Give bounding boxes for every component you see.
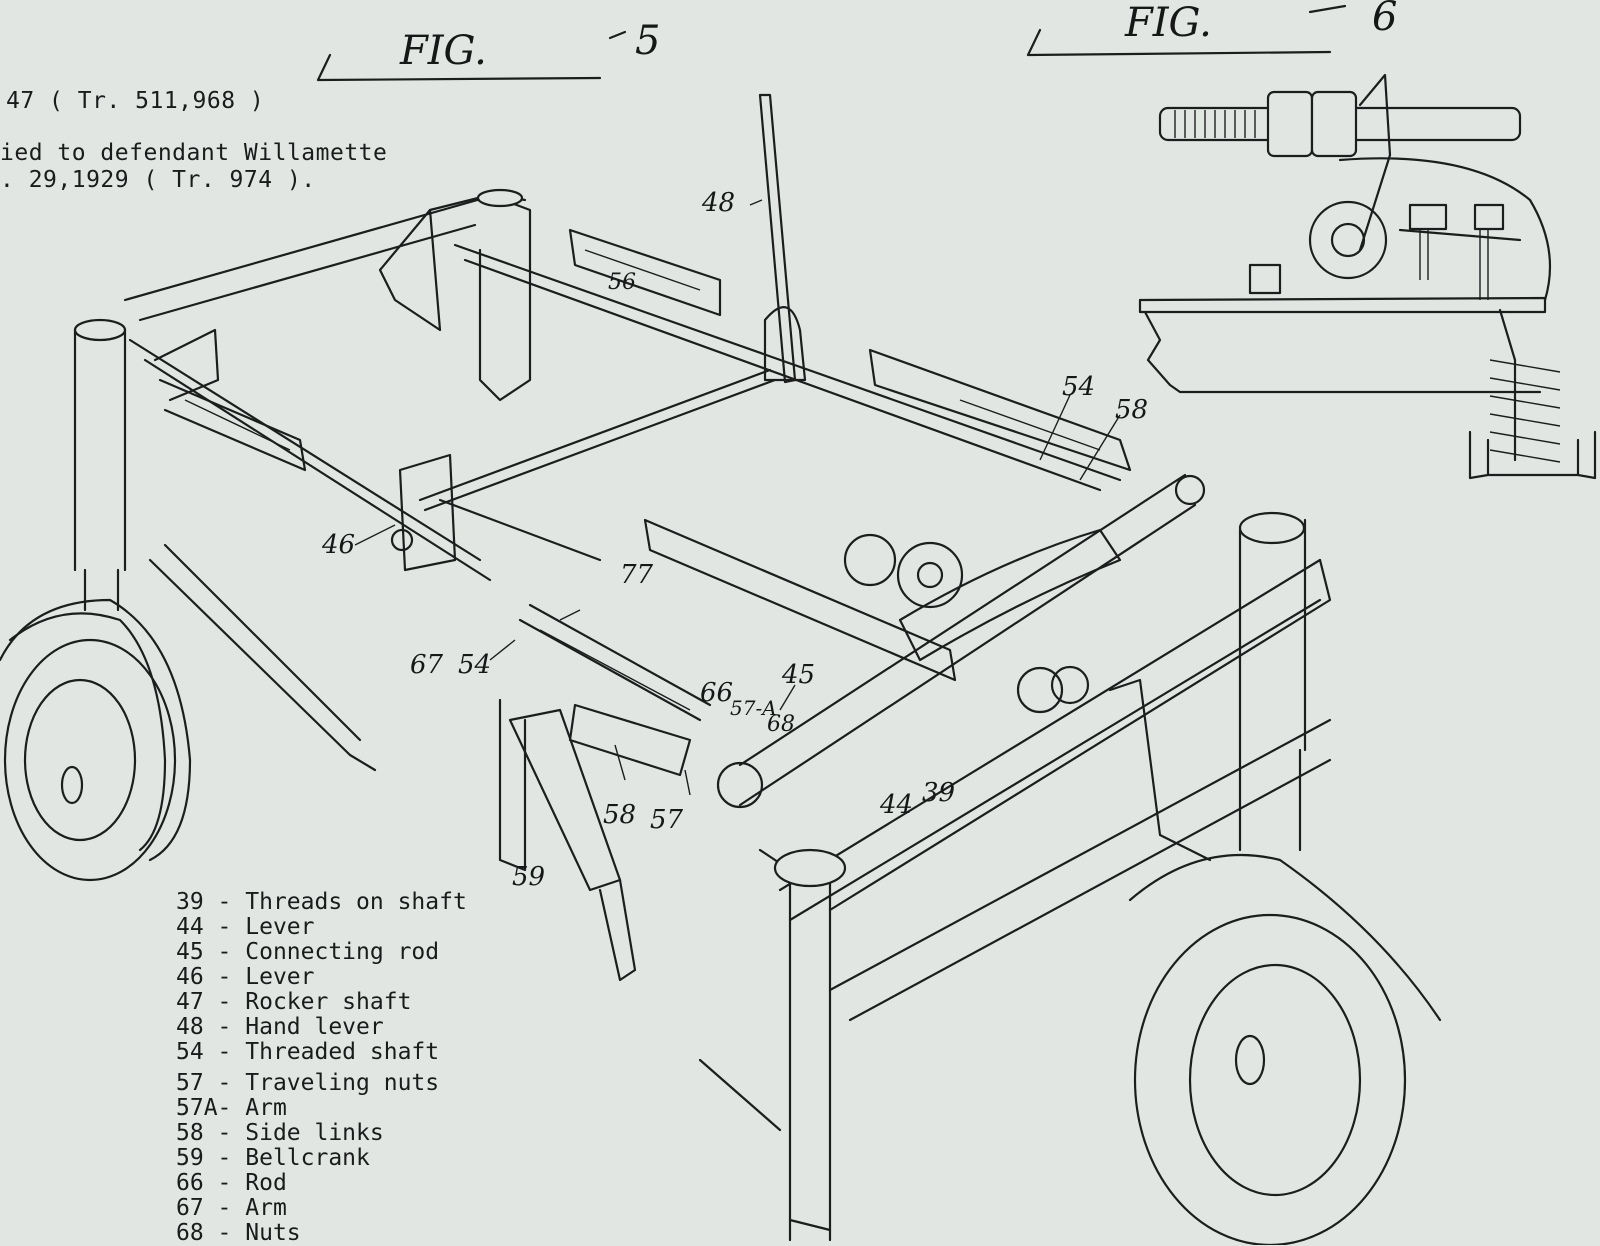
legend-row: 67 - Arm xyxy=(176,1195,287,1221)
legend-row: 58 - Side links xyxy=(176,1120,384,1146)
legend-num: 46 xyxy=(176,964,204,990)
legend-row: 46 - Lever xyxy=(176,964,315,990)
legend-desc: Side links xyxy=(245,1120,384,1146)
fig6-underline xyxy=(1026,28,1332,57)
legend-desc: Lever xyxy=(245,964,315,990)
legend-row: 44 - Lever xyxy=(176,914,315,940)
legend-desc: Lever xyxy=(245,914,315,940)
legend-desc: Nuts xyxy=(245,1220,301,1246)
legend-num: 57A xyxy=(176,1095,218,1121)
fig5-machine xyxy=(0,93,1442,1245)
legend-desc: Hand lever xyxy=(245,1014,384,1040)
legend-row: 54 - Threaded shaft xyxy=(176,1039,440,1065)
fig5-number: 5 xyxy=(635,18,661,64)
legend-desc: Threads on shaft xyxy=(245,889,467,915)
part-label-54-lower: 54 xyxy=(458,650,492,680)
part-label-54-upper: 54 xyxy=(1062,372,1096,402)
legend-num: 39 xyxy=(176,889,204,915)
legend-row: 48 - Hand lever xyxy=(176,1014,384,1040)
legend-num: 58 xyxy=(176,1120,204,1146)
legend-row: 47 - Rocker shaft xyxy=(176,989,412,1015)
legend-num: 68 xyxy=(176,1220,204,1246)
legend-desc: Connecting rod xyxy=(245,939,440,965)
legend-desc: Bellcrank xyxy=(245,1145,370,1171)
parts-legend: 39 - Threads on shaft 44 - Lever 45 - Co… xyxy=(176,890,467,1246)
legend-num: 48 xyxy=(176,1014,204,1040)
part-label-39: 39 xyxy=(922,778,956,808)
legend-row: 39 - Threads on shaft xyxy=(176,889,467,915)
part-label-58-upper: 58 xyxy=(1115,395,1149,425)
legend-row: 57A- Arm xyxy=(176,1095,287,1121)
legend-row: 45 - Connecting rod xyxy=(176,939,440,965)
part-label-67: 67 xyxy=(410,650,444,680)
legend-desc: Rod xyxy=(245,1170,287,1196)
part-label-57: 57 xyxy=(650,805,684,835)
header-line-3: . 29,1929 ( Tr. 974 ). xyxy=(0,167,316,193)
part-label-68: 68 xyxy=(767,712,795,737)
legend-row: 68 - Nuts xyxy=(176,1220,301,1246)
fig5-underline xyxy=(316,53,602,82)
legend-num: 57 xyxy=(176,1070,204,1096)
part-label-58-lower: 58 xyxy=(603,800,637,830)
part-label-48: 48 xyxy=(702,188,736,218)
fig5-label: FIG. xyxy=(400,28,487,74)
legend-num: 45 xyxy=(176,939,204,965)
fig5-tick xyxy=(608,30,627,40)
legend-desc: Traveling nuts xyxy=(245,1070,440,1096)
legend-desc: Arm xyxy=(245,1095,287,1121)
legend-num: 59 xyxy=(176,1145,204,1171)
legend-num: 66 xyxy=(176,1170,204,1196)
legend-num: 54 xyxy=(176,1039,204,1065)
legend-row: 57 - Traveling nuts xyxy=(176,1070,440,1096)
header-line-2: ied to defendant Willamette xyxy=(0,140,388,166)
legend-desc: Arm xyxy=(245,1195,287,1221)
header-line-1: 47 ( Tr. 511,968 ) xyxy=(6,88,265,114)
part-label-46: 46 xyxy=(322,530,356,560)
fig6-label: FIG. xyxy=(1125,0,1212,46)
part-label-57a: 57-A xyxy=(730,696,777,720)
part-label-59: 59 xyxy=(512,862,546,892)
part-label-56: 56 xyxy=(608,270,636,295)
part-label-44: 44 xyxy=(880,790,914,820)
legend-num: 47 xyxy=(176,989,204,1015)
legend-row: 59 - Bellcrank xyxy=(176,1145,370,1171)
fig6-tick xyxy=(1308,4,1347,14)
legend-num: 44 xyxy=(176,914,204,940)
legend-num: 67 xyxy=(176,1195,204,1221)
part-label-66: 66 xyxy=(700,678,734,708)
part-label-45: 45 xyxy=(782,660,816,690)
fig6-number: 6 xyxy=(1372,0,1398,40)
fig6-detail xyxy=(1138,73,1597,480)
legend-row: 66 - Rod xyxy=(176,1170,287,1196)
part-label-77: 77 xyxy=(620,560,654,590)
legend-desc: Threaded shaft xyxy=(245,1039,440,1065)
legend-desc: Rocker shaft xyxy=(245,989,412,1015)
